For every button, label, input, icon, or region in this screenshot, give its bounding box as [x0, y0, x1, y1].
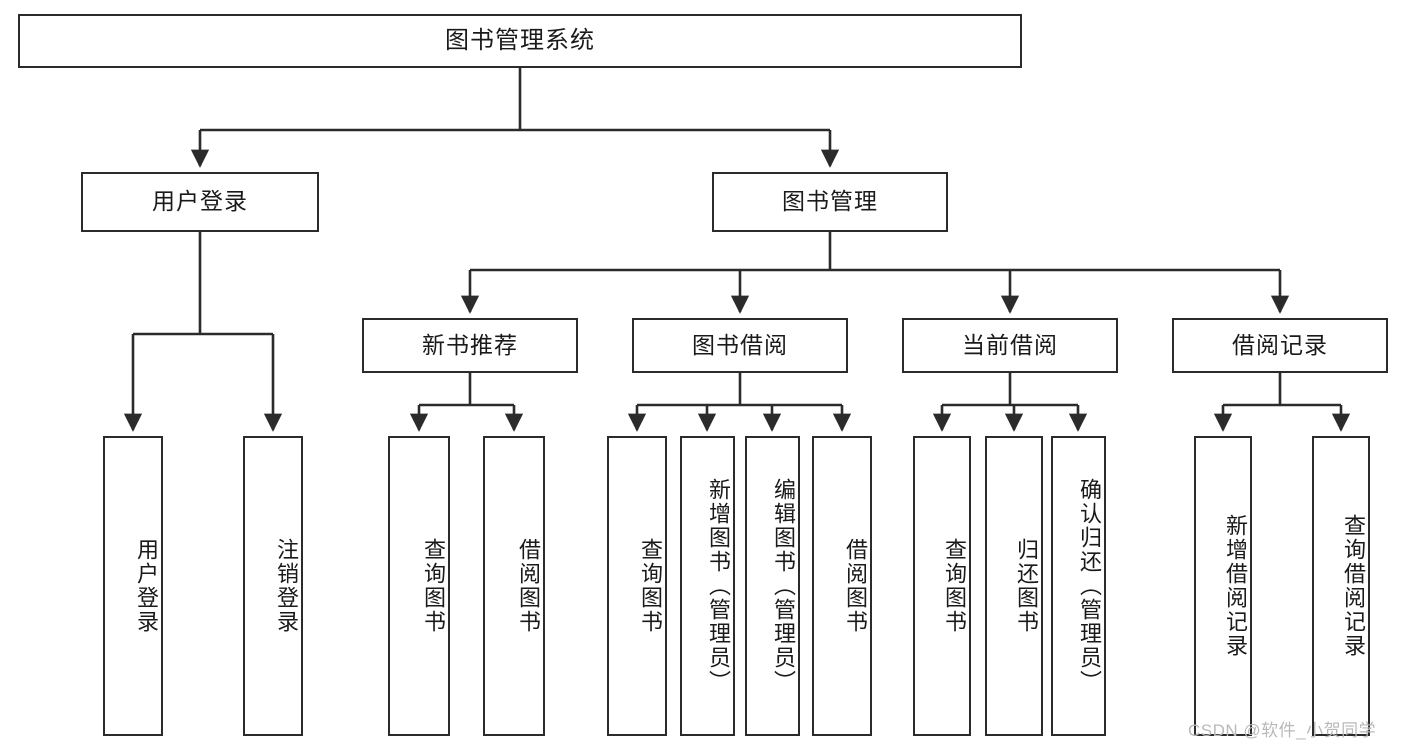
leaf-bb-edit[interactable]: 编辑图书（管理员） — [745, 436, 800, 736]
leaf-cb-return-label: 归还图书 — [1014, 538, 1039, 634]
leaf-user-logout[interactable]: 注销登录 — [243, 436, 303, 736]
leaf-cb-query-label: 查询图书 — [942, 538, 967, 634]
leaf-bb-add[interactable]: 新增图书（管理员） — [680, 436, 735, 736]
leaf-br-query[interactable]: 查询借阅记录 — [1312, 436, 1370, 736]
leaf-rec-query-label: 查询图书 — [421, 538, 446, 634]
leaf-bb-add-label: 新增图书（管理员） — [706, 478, 731, 694]
node-root-label: 图书管理系统 — [445, 26, 595, 54]
edges-user-login-to-leaves — [123, 232, 283, 432]
leaf-bb-query-label: 查询图书 — [638, 538, 663, 634]
leaf-bb-borrow-label: 借阅图书 — [843, 538, 868, 634]
node-borrow-record[interactable]: 借阅记录 — [1172, 318, 1388, 373]
leaf-user-logout-label: 注销登录 — [274, 538, 299, 634]
edges-current-borrow-to-leaves — [932, 373, 1088, 432]
edges-new-book-rec-to-leaves — [409, 373, 524, 432]
node-user-login-label: 用户登录 — [152, 188, 248, 215]
node-root[interactable]: 图书管理系统 — [18, 14, 1022, 68]
node-book-borrow[interactable]: 图书借阅 — [632, 318, 848, 373]
leaf-bb-query[interactable]: 查询图书 — [607, 436, 667, 736]
csdn-watermark: CSDN @软件_小贺同学 — [1188, 721, 1377, 740]
edges-root-to-level2 — [190, 68, 840, 168]
leaf-user-login-label: 用户登录 — [134, 538, 159, 634]
node-current-borrow[interactable]: 当前借阅 — [902, 318, 1118, 373]
node-borrow-record-label: 借阅记录 — [1232, 331, 1328, 358]
node-user-login[interactable]: 用户登录 — [81, 172, 319, 232]
leaf-cb-query[interactable]: 查询图书 — [913, 436, 971, 736]
leaf-br-add[interactable]: 新增借阅记录 — [1194, 436, 1252, 736]
leaf-bb-borrow[interactable]: 借阅图书 — [812, 436, 872, 736]
leaf-user-login[interactable]: 用户登录 — [103, 436, 163, 736]
leaf-br-query-label: 查询借阅记录 — [1341, 514, 1366, 658]
leaf-cb-return[interactable]: 归还图书 — [985, 436, 1043, 736]
leaf-rec-borrow[interactable]: 借阅图书 — [483, 436, 545, 736]
node-new-book-rec-label: 新书推荐 — [422, 331, 518, 358]
node-book-manage-label: 图书管理 — [782, 188, 878, 215]
edges-borrow-record-to-leaves — [1213, 373, 1351, 432]
edges-book-borrow-to-leaves — [627, 373, 852, 432]
node-new-book-rec[interactable]: 新书推荐 — [362, 318, 578, 373]
leaf-cb-confirm[interactable]: 确认归还（管理员） — [1051, 436, 1106, 736]
leaf-br-add-label: 新增借阅记录 — [1223, 514, 1248, 658]
edges-book-manage-to-level3 — [460, 232, 1290, 314]
leaf-cb-confirm-label: 确认归还（管理员） — [1077, 478, 1102, 694]
leaf-rec-borrow-label: 借阅图书 — [516, 538, 541, 634]
node-book-manage[interactable]: 图书管理 — [712, 172, 948, 232]
leaf-rec-query[interactable]: 查询图书 — [388, 436, 450, 736]
leaf-bb-edit-label: 编辑图书（管理员） — [771, 478, 796, 694]
node-current-borrow-label: 当前借阅 — [962, 331, 1058, 358]
node-book-borrow-label: 图书借阅 — [692, 331, 788, 358]
